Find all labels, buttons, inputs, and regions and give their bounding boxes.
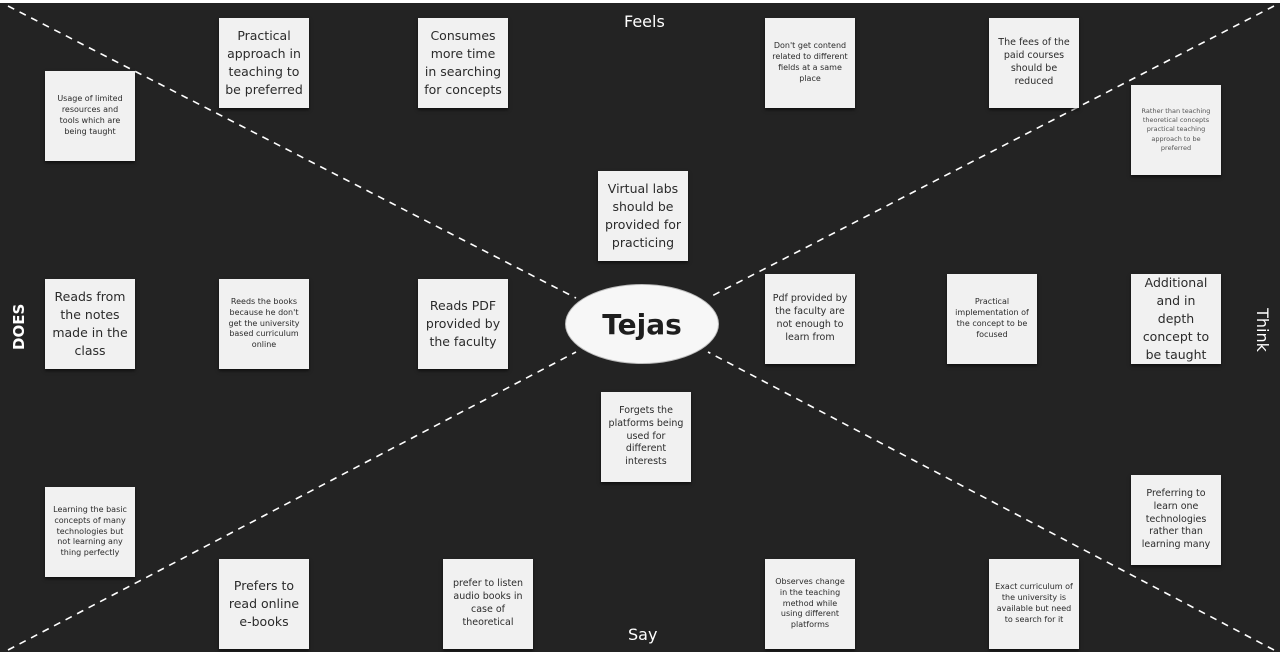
divider-top-left — [7, 5, 577, 299]
quadrant-label-feels: Feels — [624, 12, 665, 31]
sticky-note[interactable]: Observes change in the teaching method w… — [765, 559, 855, 649]
sticky-note[interactable]: Learning the basic concepts of many tech… — [45, 487, 135, 577]
sticky-note[interactable]: Don't get contend related to different f… — [765, 18, 855, 108]
sticky-note[interactable]: Prefers to read online e-books — [219, 559, 309, 649]
divider-bottom-left — [7, 351, 577, 651]
quadrant-label-does: DOES — [10, 303, 28, 350]
persona-ellipse[interactable]: Tejas — [565, 284, 719, 364]
board-top-border — [0, 0, 1280, 3]
divider-top-right — [707, 5, 1275, 299]
sticky-note[interactable]: Rather than teaching theoretical concept… — [1131, 85, 1221, 175]
sticky-note[interactable]: Usage of limited resources and tools whi… — [45, 71, 135, 161]
sticky-note[interactable]: prefer to listen audio books in case of … — [443, 559, 533, 649]
sticky-note[interactable]: Virtual labs should be provided for prac… — [598, 171, 688, 261]
quadrant-label-say: Say — [628, 625, 658, 644]
sticky-note[interactable]: Pdf provided by the faculty are not enou… — [765, 274, 855, 364]
sticky-note[interactable]: Reads from the notes made in the class — [45, 279, 135, 369]
sticky-note[interactable]: Preferring to learn one technologies rat… — [1131, 475, 1221, 565]
sticky-note[interactable]: Consumes more time in searching for conc… — [418, 18, 508, 108]
sticky-note[interactable]: The fees of the paid courses should be r… — [989, 18, 1079, 108]
sticky-note[interactable]: Practical implementation of the concept … — [947, 274, 1037, 364]
sticky-note[interactable]: Additional and in depth concept to be ta… — [1131, 274, 1221, 364]
quadrant-label-think: Think — [1253, 308, 1272, 352]
sticky-note[interactable]: Forgets the platforms being used for dif… — [601, 392, 691, 482]
divider-bottom-right — [707, 351, 1275, 651]
sticky-note[interactable]: Practical approach in teaching to be pre… — [219, 18, 309, 108]
sticky-note[interactable]: Reeds the books because he don't get the… — [219, 279, 309, 369]
sticky-note[interactable]: Reads PDF provided by the faculty — [418, 279, 508, 369]
sticky-note[interactable]: Exact curriculum of the university is av… — [989, 559, 1079, 649]
